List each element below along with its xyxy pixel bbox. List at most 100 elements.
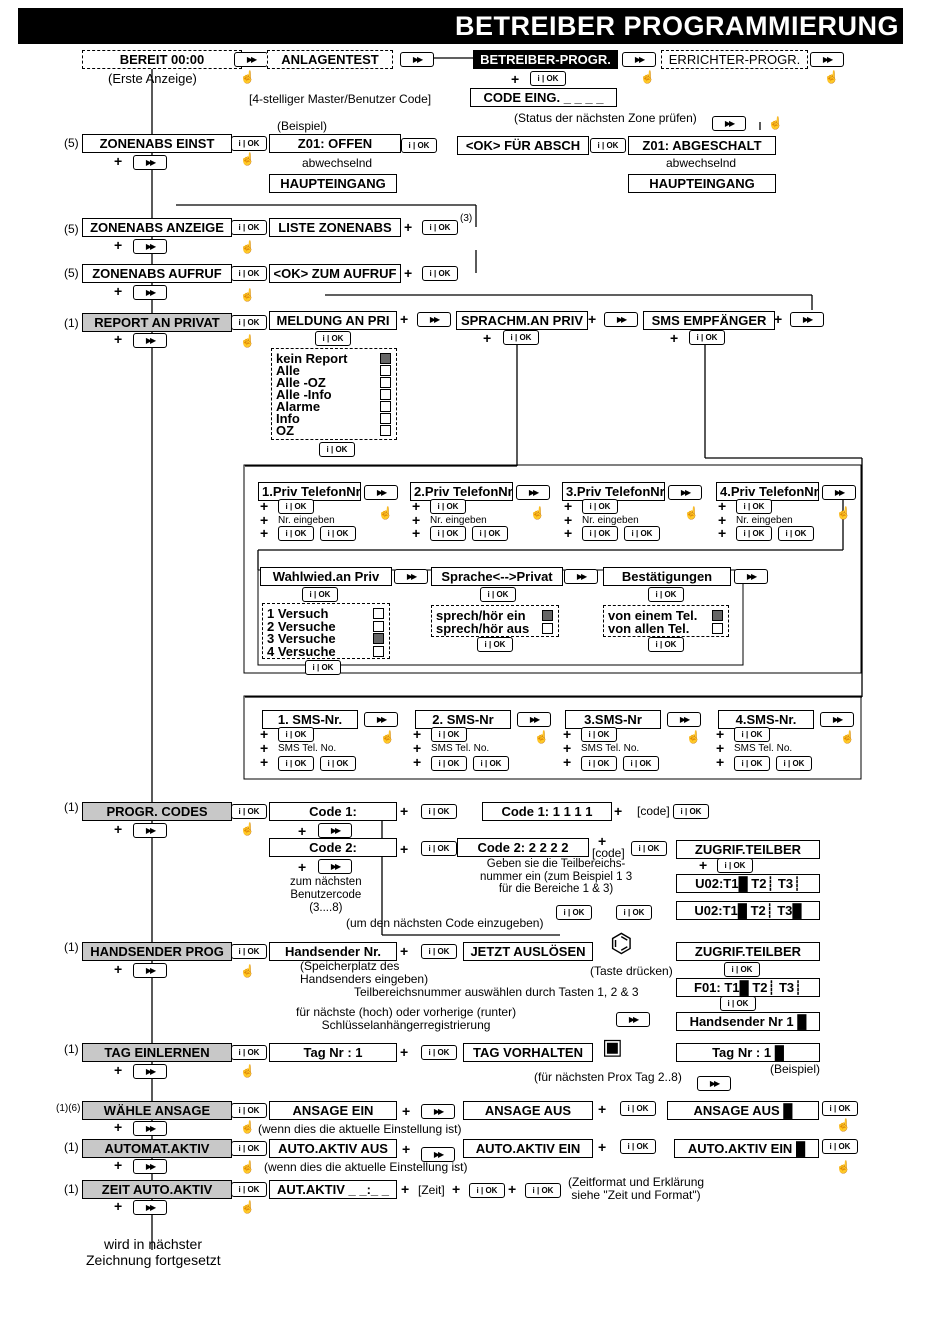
next-button[interactable] — [364, 712, 398, 727]
next-button[interactable] — [622, 52, 656, 67]
next-button[interactable] — [790, 312, 824, 327]
ok-button[interactable] — [431, 756, 467, 771]
ok-button[interactable] — [822, 1101, 858, 1116]
next-button[interactable] — [394, 569, 428, 584]
ok-button[interactable] — [689, 330, 725, 345]
ok-button[interactable] — [231, 315, 267, 330]
next-button[interactable] — [318, 823, 352, 838]
ok-button[interactable] — [231, 266, 267, 281]
next-button[interactable] — [364, 485, 398, 500]
ok-button[interactable] — [620, 1139, 656, 1154]
next-button[interactable] — [822, 485, 856, 500]
next-button[interactable] — [604, 312, 638, 327]
option-checkbox[interactable] — [542, 610, 553, 621]
ok-button[interactable] — [305, 660, 341, 675]
option-checkbox[interactable] — [373, 608, 384, 619]
next-button[interactable] — [133, 1159, 167, 1174]
ok-button[interactable] — [430, 526, 466, 541]
next-button[interactable] — [421, 1104, 455, 1119]
menu-bypass-recall[interactable]: ZONENABS AUFRUF — [82, 264, 232, 283]
ok-button[interactable] — [231, 1141, 267, 1156]
menu-select-voice[interactable]: WÄHLE ANSAGE — [82, 1101, 232, 1120]
next-button[interactable] — [697, 1076, 731, 1091]
ok-button[interactable] — [231, 944, 267, 959]
option-checkbox[interactable] — [373, 645, 384, 657]
ok-button[interactable] — [590, 138, 626, 153]
ok-button[interactable] — [581, 727, 617, 742]
menu-auto-arm-time[interactable]: ZEIT AUTO.AKTIV — [82, 1180, 232, 1199]
ok-button[interactable] — [320, 526, 356, 541]
ok-button[interactable] — [631, 841, 667, 856]
ok-button[interactable] — [422, 266, 458, 281]
ok-button[interactable] — [530, 71, 566, 86]
option-checkbox[interactable] — [380, 425, 391, 436]
option-checkbox[interactable] — [712, 610, 723, 621]
next-button[interactable] — [133, 1121, 167, 1136]
ok-button[interactable] — [582, 499, 618, 514]
option-checkbox[interactable] — [380, 353, 391, 364]
ok-button[interactable] — [556, 905, 592, 920]
ack-options-list[interactable]: von einem Tel.von allen Tel. — [603, 605, 729, 637]
option-checkbox[interactable] — [380, 377, 391, 388]
ok-button[interactable] — [734, 727, 770, 742]
ok-button[interactable] — [278, 756, 314, 771]
next-button[interactable] — [133, 155, 167, 170]
ok-button[interactable] — [431, 727, 467, 742]
next-button[interactable] — [234, 52, 268, 67]
ok-button[interactable] — [430, 499, 466, 514]
ok-button[interactable] — [736, 499, 772, 514]
option-checkbox[interactable] — [373, 620, 384, 632]
option-checkbox[interactable] — [380, 389, 391, 400]
next-button[interactable] — [517, 712, 551, 727]
ok-button[interactable] — [724, 962, 760, 977]
next-button[interactable] — [734, 569, 768, 584]
ok-button[interactable] — [231, 136, 267, 151]
ok-button[interactable] — [624, 526, 660, 541]
ok-button[interactable] — [648, 587, 684, 602]
next-button[interactable] — [516, 485, 550, 500]
ok-button[interactable] — [477, 637, 513, 652]
ok-button[interactable] — [421, 944, 457, 959]
ok-button[interactable] — [231, 1045, 267, 1060]
ok-button[interactable] — [720, 996, 756, 1011]
ok-button[interactable] — [421, 841, 457, 856]
ok-button[interactable] — [422, 220, 458, 235]
ok-button[interactable] — [776, 756, 812, 771]
ok-button[interactable] — [736, 526, 772, 541]
ok-button[interactable] — [231, 804, 267, 819]
ok-button[interactable] — [480, 587, 516, 602]
next-button[interactable] — [133, 1064, 167, 1079]
ok-button[interactable] — [581, 756, 617, 771]
menu-prog-codes[interactable]: PROGR. CODES — [82, 802, 232, 821]
ok-button[interactable] — [315, 331, 351, 346]
ok-button[interactable] — [320, 756, 356, 771]
ok-button[interactable] — [582, 526, 618, 541]
ok-button[interactable] — [278, 526, 314, 541]
next-button[interactable] — [133, 239, 167, 254]
ok-button[interactable] — [822, 1139, 858, 1154]
ok-button[interactable] — [278, 727, 314, 742]
ok-button[interactable] — [302, 587, 338, 602]
menu-zone-bypass[interactable]: ZONENABS EINST — [82, 134, 232, 153]
ok-button[interactable] — [278, 499, 314, 514]
ok-button[interactable] — [473, 756, 509, 771]
ok-button[interactable] — [472, 526, 508, 541]
next-button[interactable] — [667, 712, 701, 727]
ok-button[interactable] — [717, 858, 753, 873]
ok-button[interactable] — [231, 1103, 267, 1118]
ok-button[interactable] — [231, 1182, 267, 1197]
ok-button[interactable] — [623, 756, 659, 771]
menu-auto-arm[interactable]: AUTOMAT.AKTIV — [82, 1139, 232, 1158]
menu-bypass-view[interactable]: ZONENABS ANZEIGE — [82, 218, 232, 237]
menu-report-private[interactable]: REPORT AN PRIVAT — [82, 313, 232, 332]
next-button[interactable] — [616, 1012, 650, 1027]
ok-button[interactable] — [503, 330, 539, 345]
ok-button[interactable] — [525, 1183, 561, 1198]
option-checkbox[interactable] — [373, 633, 384, 644]
option-checkbox[interactable] — [542, 623, 553, 634]
next-button[interactable] — [133, 823, 167, 838]
ok-button[interactable] — [401, 138, 437, 153]
next-button[interactable] — [668, 485, 702, 500]
next-button[interactable] — [400, 52, 434, 67]
